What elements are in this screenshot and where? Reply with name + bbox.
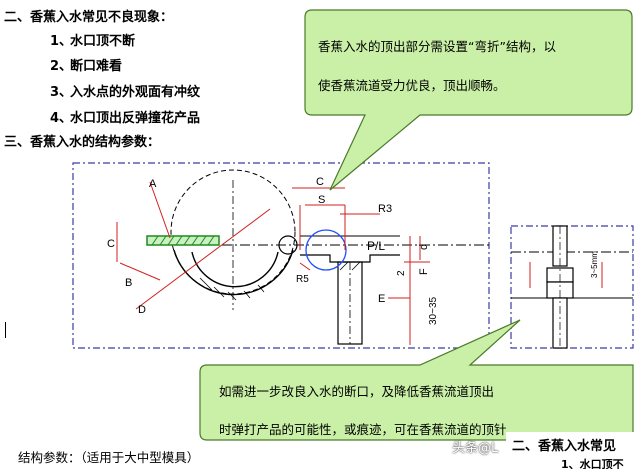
- label-c-left: C: [107, 238, 115, 250]
- callout-bottom-line2: 时弹打产品的可能性，或痕迹，可在香蕉流道的顶针: [219, 422, 507, 437]
- callout-top-line1: 香蕉入水的顶出部分需设置“弯折”结构，以: [318, 39, 556, 54]
- detail-view: [511, 225, 633, 349]
- banana-runner-inner: [191, 251, 279, 288]
- label-e: E: [378, 293, 385, 305]
- watermark: 头条@L: [452, 441, 499, 456]
- label-f: F: [418, 268, 430, 275]
- item-text: 断口难看: [70, 59, 123, 74]
- label-d-small: d: [418, 244, 430, 250]
- item-number: 2、: [50, 59, 73, 74]
- callout-top-line2: 使香蕉流道受力优良，顶出顺畅。: [318, 78, 506, 93]
- label-c: C: [316, 176, 324, 188]
- label-30-35: 30~35: [428, 296, 439, 325]
- banana-runner-outer: [173, 249, 294, 296]
- item-number: 4、: [50, 111, 73, 126]
- label-b: B: [125, 277, 132, 289]
- label-pl: P/L: [367, 239, 385, 253]
- list-item: 1、水口顶不断: [50, 30, 135, 49]
- footer-text: 结构参数：（适用于大中型模具）: [18, 450, 200, 465]
- item-text: 水口顶不断: [70, 34, 136, 49]
- label-a: A: [149, 178, 157, 190]
- list-item: 4、水口顶出反弹撞花产品: [50, 107, 200, 126]
- item-text: 水口顶出反弹撞花产品: [70, 111, 201, 126]
- label-s: S: [318, 194, 325, 206]
- overlay-sub: 1、水口顶不: [561, 458, 624, 469]
- label-r5: R5: [296, 274, 309, 285]
- item-text: 入水点的外观面有冲纹: [70, 85, 201, 100]
- list-item: 2、断口难看: [50, 55, 122, 74]
- item-number: 3、: [50, 85, 73, 100]
- list-item: 3、入水点的外观面有冲纹: [50, 81, 200, 100]
- overlay-thumbnail[interactable]: 二、香蕉入水常见 1、水口顶不: [506, 432, 640, 469]
- label-3-5mm: 3~5mm: [590, 251, 599, 278]
- label-two: 2: [396, 270, 407, 276]
- text-cursor: [5, 322, 6, 338]
- callout-bottom-line1: 如需进一步改良入水的断口，及降低香蕉流道顶出: [219, 384, 495, 399]
- drawing-frame: [72, 162, 490, 349]
- item-number: 1、: [50, 34, 73, 49]
- highlight-circle: [305, 229, 347, 271]
- section3-title: 三、香蕉入水的结构参数：: [4, 135, 161, 150]
- overlay-title: 二、香蕉入水常见: [512, 439, 617, 454]
- section2-title: 二、香蕉入水常见不良现象：: [4, 10, 174, 25]
- label-r3: R3: [378, 203, 392, 215]
- green-gate-bar: [146, 235, 220, 246]
- label-d: D: [138, 304, 146, 316]
- runner-hatch: [199, 277, 265, 301]
